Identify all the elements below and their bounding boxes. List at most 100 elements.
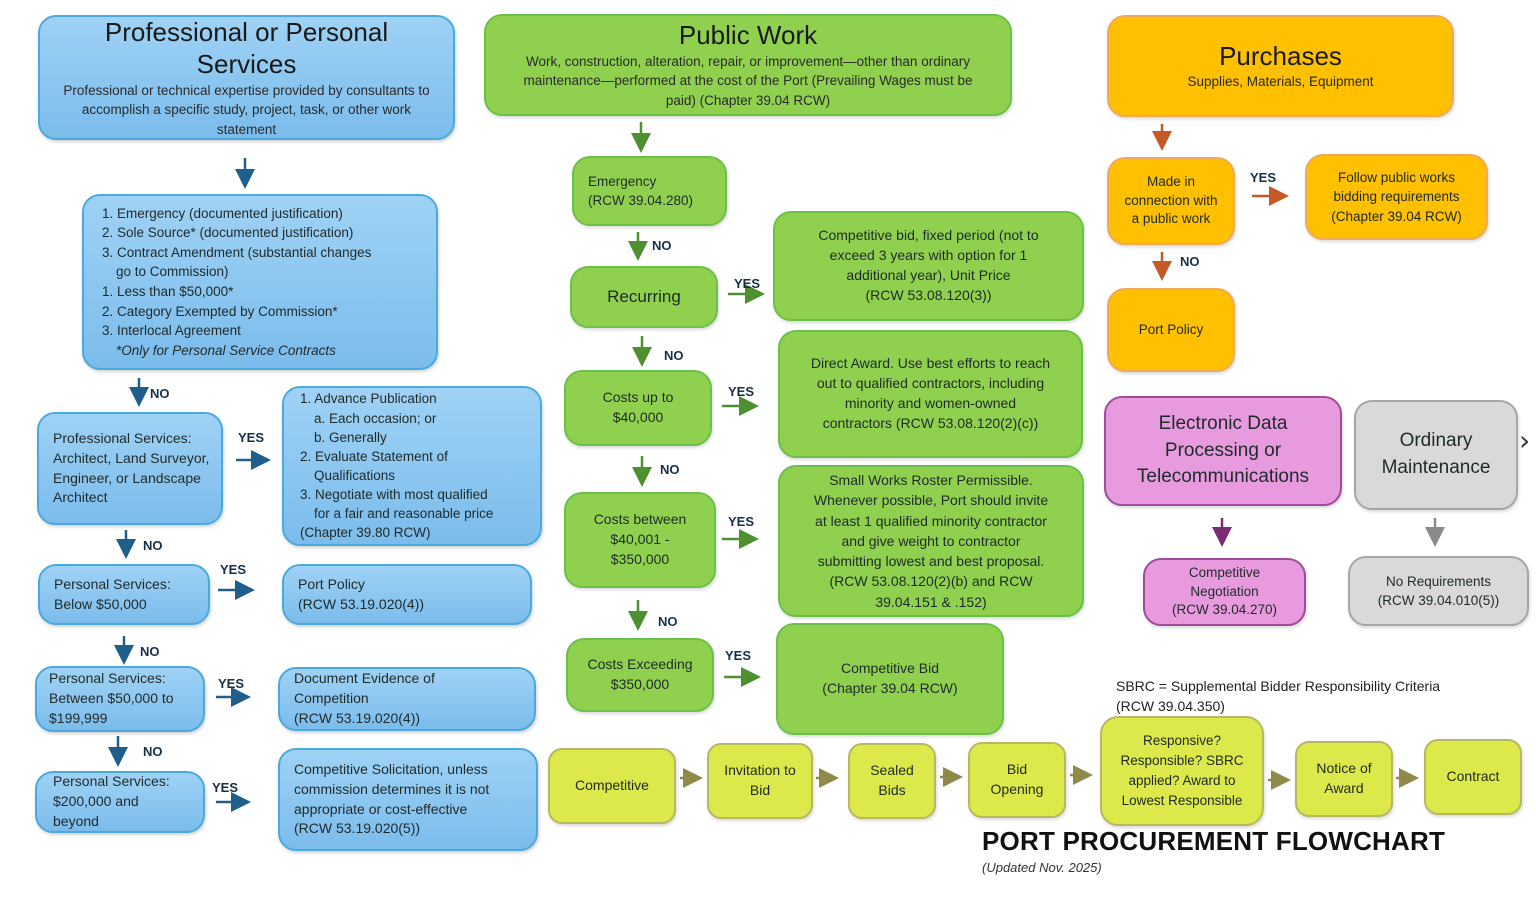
exemption-item: 3. Interlocal Agreement — [102, 323, 241, 339]
edp-header: Electronic Data Processing or Telecommun… — [1104, 396, 1342, 506]
no-label: NO — [664, 348, 684, 363]
condition-made-with-public-work: Made in connection with a public work — [1107, 157, 1235, 245]
condition-text: Made in connection with a public work — [1124, 173, 1218, 227]
purchases-description: Supplies, Materials, Equipment — [1187, 74, 1374, 90]
no-label: NO — [150, 386, 170, 401]
bid-step-evaluation: Responsive? Responsible? SBRC applied? A… — [1100, 716, 1264, 826]
no-label: NO — [140, 644, 160, 659]
outcome-line: (RCW 53.08.120(3)) — [865, 286, 992, 303]
bid-step-sealed-bids: Sealed Bids — [848, 743, 936, 819]
public-work-header: Public Work Work, construction, alterati… — [484, 14, 1012, 116]
outcome-line: (RCW 53.19.020(4)) — [294, 709, 421, 726]
emergency-box: Emergency (RCW 39.04.280) — [572, 156, 727, 226]
sbrc-note-line: (RCW 39.04.350) — [1116, 698, 1225, 715]
condition-personal-200k-plus: Personal Services: $200,000 and beyond — [35, 771, 205, 833]
yes-label: YES — [238, 430, 265, 445]
condition-text: Costs up to $40,000 — [602, 389, 674, 425]
condition-text: Personal Services: Between $50,000 to $1… — [49, 670, 174, 726]
bid-step-notice-of-award: Notice of Award — [1295, 741, 1393, 817]
outcome-line: Competitive Bid — [840, 660, 940, 677]
outcome-competitive-bid: Competitive Bid (Chapter 39.04 RCW) — [776, 623, 1004, 735]
outcome-line: (RCW 53.19.020(4)) — [298, 595, 425, 612]
outcome-line: a. Each occasion; or — [314, 410, 437, 426]
chevron-right-icon[interactable]: › — [1519, 424, 1531, 457]
outcome-line: Port Policy — [1138, 322, 1204, 338]
condition-text: Personal Services: $200,000 and beyond — [53, 773, 170, 829]
exemption-item: 2. Sole Source* (documented justificatio… — [102, 225, 354, 241]
outcome-line: 3. Negotiate with most qualified — [300, 487, 488, 503]
exemption-item: go to Commission) — [116, 264, 229, 280]
bid-step-label: Sealed Bids — [870, 762, 914, 798]
outcome-line: Competition — [294, 690, 369, 707]
outcome-line: commission determines it is not — [294, 780, 490, 797]
no-label: NO — [660, 462, 680, 477]
edp-title: Electronic Data Processing or Telecommun… — [1136, 413, 1310, 488]
no-label: NO — [1180, 254, 1200, 269]
outcome-qualifications-based: 1. Advance Publication a. Each occasion;… — [282, 386, 542, 546]
bid-step-label: Bid Opening — [990, 761, 1044, 797]
outcome-line: exceed 3 years with option for 1 — [829, 247, 1028, 264]
public-work-description: Work, construction, alteration, repair, … — [523, 53, 973, 109]
outcome-competitive-solicitation: Competitive Solicitation, unless commiss… — [278, 748, 538, 851]
yes-label: YES — [218, 676, 245, 691]
sbrc-note: SBRC = Supplemental Bidder Responsibilit… — [1116, 676, 1440, 717]
outcome-line: 1. Advance Publication — [300, 391, 437, 407]
bid-step-label: Invitation to Bid — [724, 762, 796, 798]
yes-label: YES — [212, 780, 239, 795]
outcome-no-requirements: No Requirements (RCW 39.04.010(5)) — [1348, 556, 1529, 626]
condition-costs-exceeding-350k: Costs Exceeding $350,000 — [566, 638, 714, 712]
yes-label: YES — [220, 562, 247, 577]
outcome-line: (RCW 39.04.270) — [1171, 602, 1278, 618]
sbrc-note-line: SBRC = Supplemental Bidder Responsibilit… — [1116, 678, 1441, 694]
outcome-line: Whenever possible, Port should invite — [813, 492, 1049, 509]
exemptions-box: 1. Emergency (documented justification) … — [82, 194, 438, 370]
condition-text: Recurring — [607, 286, 681, 306]
outcome-line: appropriate or cost-effective — [294, 800, 468, 817]
no-label: NO — [658, 614, 678, 629]
maintenance-header: Ordinary Maintenance — [1354, 400, 1518, 510]
purchases-header: Purchases Supplies, Materials, Equipment — [1107, 15, 1454, 117]
outcome-line: 39.04.151 & .152) — [875, 593, 987, 610]
outcome-line: Negotiation — [1190, 583, 1259, 599]
outcome-line: (Chapter 39.04 RCW) — [1331, 208, 1462, 224]
exemption-item: 1. Emergency (documented justification) — [102, 205, 343, 221]
professional-services-header: Professional or Personal Services Profes… — [38, 15, 455, 140]
yes-label: YES — [1250, 170, 1277, 185]
purchases-title: Purchases — [1219, 40, 1342, 71]
condition-text: Costs between $40,001 - $350,000 — [593, 511, 687, 567]
professional-services-description: Professional or technical expertise prov… — [63, 82, 430, 137]
condition-personal-below-50k: Personal Services: Below $50,000 — [38, 564, 210, 625]
outcome-line: Direct Award. Use best efforts to reach — [810, 355, 1051, 372]
emergency-line: Emergency — [588, 173, 657, 189]
exemption-item: 2. Category Exempted by Commission* — [102, 303, 338, 319]
bid-step-label: Contract — [1446, 768, 1500, 785]
outcome-line: contractors (RCW 53.08.120(2)(c)) — [822, 414, 1039, 431]
outcome-line: (RCW 53.08.120(2)(b) and RCW — [829, 573, 1033, 590]
outcome-line: minority and women-owned — [844, 395, 1017, 411]
bid-step-label: Responsive? Responsible? SBRC applied? A… — [1120, 732, 1244, 809]
bid-step-opening: Bid Opening — [968, 742, 1066, 818]
outcome-line: Port Policy — [298, 575, 365, 592]
condition-costs-up-to-40k: Costs up to $40,000 — [564, 370, 712, 446]
condition-personal-50k-199k: Personal Services: Between $50,000 to $1… — [35, 666, 205, 732]
no-label: NO — [143, 744, 163, 759]
no-label: NO — [143, 538, 163, 553]
no-label: NO — [652, 238, 672, 253]
professional-services-title: Professional or Personal Services — [104, 16, 389, 80]
bid-step-label: Competitive — [575, 777, 649, 794]
outcome-competitive-negotiation: Competitive Negotiation (RCW 39.04.270) — [1143, 558, 1306, 626]
condition-text: Professional Services: Architect, Land S… — [53, 429, 210, 506]
outcome-line: Small Works Roster Permissible. — [829, 471, 1033, 488]
yes-label: YES — [725, 648, 752, 663]
yes-label: YES — [728, 384, 755, 399]
outcome-follow-public-works: Follow public works bidding requirements… — [1305, 154, 1488, 240]
outcome-line: b. Generally — [314, 429, 387, 445]
updated-date: (Updated Nov. 2025) — [982, 860, 1102, 875]
outcome-line: at least 1 qualified minority contractor — [815, 512, 1047, 529]
outcome-line: additional year), Unit Price — [846, 267, 1011, 283]
maintenance-title: Ordinary Maintenance — [1381, 430, 1491, 478]
condition-text: Personal Services: Below $50,000 — [54, 575, 171, 612]
bid-step-competitive: Competitive — [548, 748, 676, 824]
outcome-document-evidence: Document Evidence of Competition (RCW 53… — [278, 667, 536, 731]
outcome-small-works-roster: Small Works Roster Permissible. Whenever… — [778, 465, 1084, 617]
